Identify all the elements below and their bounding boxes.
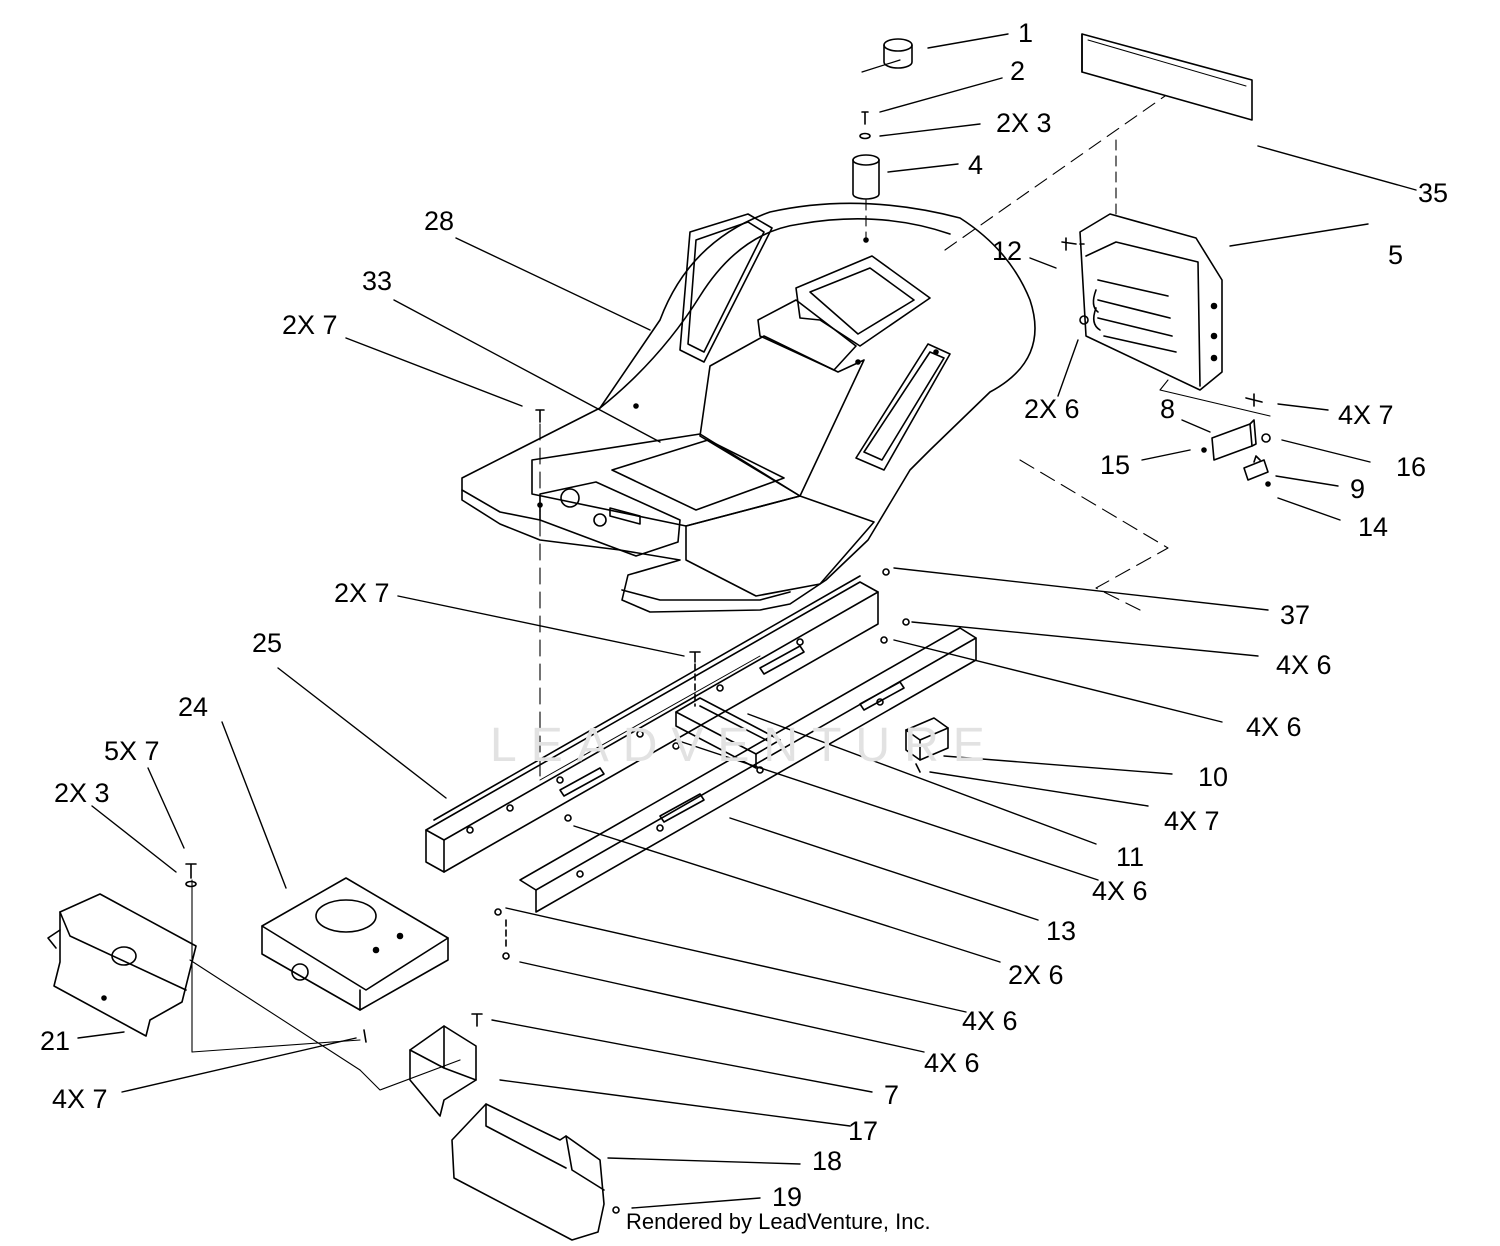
part-2-screw	[859, 59, 901, 140]
part-7-screw-bracket-21	[185, 863, 197, 879]
part-19-screw	[612, 1206, 620, 1214]
part-7-screws-fender	[535, 409, 545, 781]
part-11-cross-member	[675, 697, 781, 769]
part-3-washer	[185, 880, 197, 888]
part-25-frame-rail	[425, 575, 879, 873]
part-14-screw	[1265, 481, 1271, 487]
part-37-clip	[882, 568, 890, 576]
part-6-nut-e	[494, 908, 502, 916]
part-35-strip	[1081, 33, 1253, 121]
part-16-nut	[1261, 433, 1271, 443]
part-24-front-plate	[261, 877, 449, 1011]
part-1-knob	[883, 38, 913, 69]
part-12-bolt	[1061, 237, 1077, 251]
part-7-screw-front	[363, 1029, 367, 1043]
part-6-nut-a	[902, 618, 910, 626]
part-7-screw-shield	[1245, 393, 1263, 407]
part-8-bracket	[1211, 419, 1257, 461]
part-6-nut-f	[502, 952, 510, 960]
part-13-frame-rail	[519, 627, 977, 913]
part-9-switch	[1243, 455, 1269, 481]
part-18-shield	[451, 1103, 605, 1241]
part-6-nut-shield	[1079, 315, 1089, 325]
part-6-nut-d	[564, 814, 572, 822]
part-17-guard	[409, 1025, 477, 1117]
part-6-nut-c	[672, 742, 680, 750]
part-7-screw-guard	[471, 1013, 483, 1027]
part-28-fender	[461, 202, 1036, 613]
part-7-screw-bracket	[915, 763, 921, 773]
part-7-screw-rail	[689, 651, 701, 663]
part-21-front-bracket	[47, 893, 197, 1037]
part-5-rear-shield	[1079, 213, 1223, 391]
part-6-nut-b	[880, 636, 888, 644]
part-10-bracket	[905, 717, 949, 761]
leader-lines	[77, 33, 1417, 1209]
part-15-screw	[1201, 447, 1207, 453]
part-4-sleeve	[852, 154, 880, 200]
